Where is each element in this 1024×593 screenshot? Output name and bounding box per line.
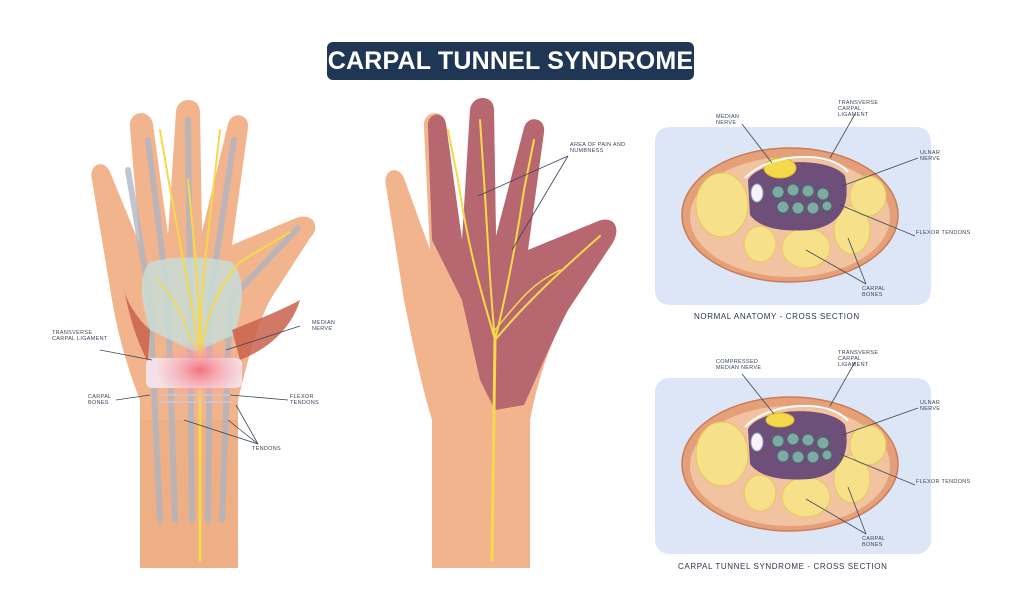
left-leader-lines	[99, 325, 301, 445]
normal-cross-section	[655, 113, 931, 305]
carpal-bands	[160, 394, 232, 403]
carpal-tunnel	[748, 411, 847, 480]
compressed-median-nerve	[765, 412, 795, 428]
label-flexor-tendons-left: FLEXOR TENDONS	[290, 394, 319, 406]
page-title: CARPAL TUNNEL SYNDROME	[327, 42, 694, 80]
middle-hand-illustration	[385, 98, 617, 568]
normal-tendons	[771, 183, 833, 215]
left-hand-illustration	[91, 100, 316, 568]
label-area-of-pain: AREA OF PAIN AND NUMBNESS	[570, 142, 626, 154]
median-nerve-middle	[447, 119, 601, 562]
thenar-muscle	[232, 300, 300, 360]
label-transverse-bottom: TRANSVERSE CARPAL LIGAMENT	[838, 350, 879, 368]
label-tendons-bottom: TENDONS	[252, 446, 281, 452]
normal-median-nerve	[763, 157, 797, 179]
label-compressed-nerve: COMPRESSED MEDIAN NERVE	[716, 359, 762, 371]
caption-carpal: CARPAL TUNNEL SYNDROME - CROSS SECTION	[678, 562, 888, 571]
label-carpal-bones-bottom: CARPAL BONES	[862, 536, 886, 548]
label-transverse-ligament: TRANSVERSE CARPAL LIGAMENT	[52, 330, 108, 342]
label-median-nerve-top: MEDIAN NERVE	[716, 114, 740, 126]
carpal-ulnar-nerve	[750, 432, 764, 452]
normal-leader-lines	[741, 113, 919, 285]
normal-ulnar-nerve	[750, 183, 764, 203]
carpal-tendons	[771, 432, 833, 464]
normal-ligament	[744, 156, 849, 179]
label-flexor-tendons-bottom: FLEXOR TENDONS	[916, 479, 971, 485]
normal-carpal-bones	[695, 172, 887, 269]
caption-normal: NORMAL ANATOMY - CROSS SECTION	[694, 312, 860, 321]
label-carpal-bones: CARPAL BONES	[88, 394, 112, 406]
carpal-ligament	[744, 405, 849, 428]
affected-area	[427, 98, 617, 410]
hypothenar-muscle	[124, 288, 150, 362]
normal-tunnel	[748, 162, 847, 231]
pain-glow	[155, 340, 245, 400]
label-median-nerve-left: MEDIAN NERVE	[312, 320, 336, 332]
carpal-carpal-bones	[695, 421, 887, 518]
carpal-leader-lines	[741, 361, 919, 535]
label-transverse-top: TRANSVERSE CARPAL LIGAMENT	[838, 100, 879, 118]
label-carpal-bones-panel: CARPAL BONES	[862, 286, 886, 298]
carpal-cross-section	[655, 361, 931, 554]
label-ulnar-nerve-bottom: ULNAR NERVE	[920, 400, 941, 412]
middle-leader-lines	[477, 155, 569, 251]
label-flexor-tendons: FLEXOR TENDONS	[916, 230, 971, 236]
label-ulnar-nerve: ULNAR NERVE	[920, 150, 941, 162]
